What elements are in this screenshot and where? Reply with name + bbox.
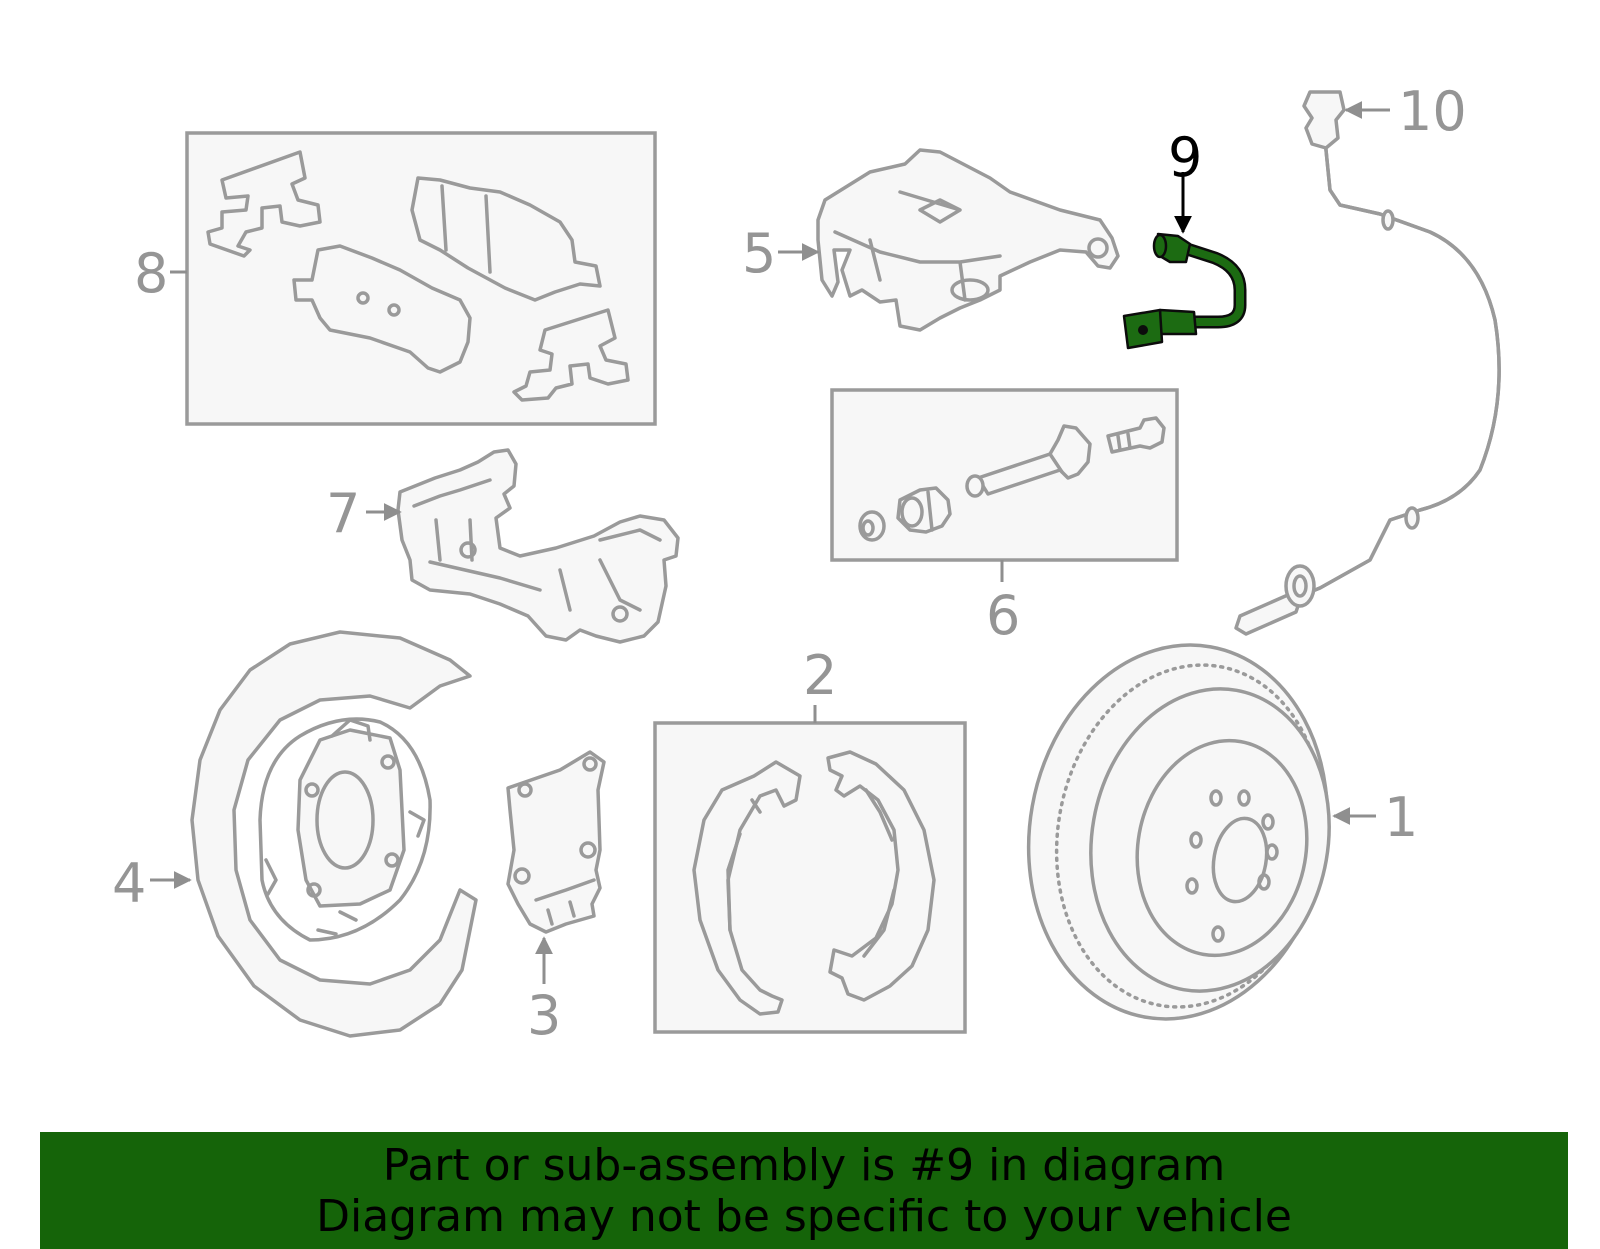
callout-5: 5 [742,222,776,285]
part-6-guide-pin-kit[interactable] [830,388,1179,562]
part-1-brake-rotor[interactable] [1000,621,1357,1043]
part-8-brake-pad-set[interactable] [185,131,657,426]
callout-9: 9 [1168,126,1202,189]
banner-line-1: Part or sub-assembly is #9 in diagram [382,1140,1226,1191]
callout-2: 2 [803,644,837,707]
callout-1: 1 [1384,786,1418,849]
banner-line-2: Diagram may not be specific to your vehi… [316,1191,1292,1242]
callout-6: 6 [986,584,1020,647]
callout-3: 3 [527,984,561,1047]
callout-10: 10 [1398,80,1467,143]
callout-4: 4 [112,852,146,915]
callout-7: 7 [326,482,360,545]
part-3-bracket[interactable] [506,750,606,934]
part-9-brake-hose[interactable] [1122,232,1247,350]
part-4-backing-plate[interactable] [190,630,478,1038]
part-10-wheel-speed-sensor[interactable] [1234,90,1501,636]
part-2-parking-brake-shoes[interactable] [653,721,967,1034]
part-5-brake-caliper[interactable] [816,148,1120,332]
callout-8: 8 [134,242,168,305]
part-7-caliper-bracket[interactable] [396,448,680,644]
info-banner: Part or sub-assembly is #9 in diagram Di… [40,1132,1568,1249]
